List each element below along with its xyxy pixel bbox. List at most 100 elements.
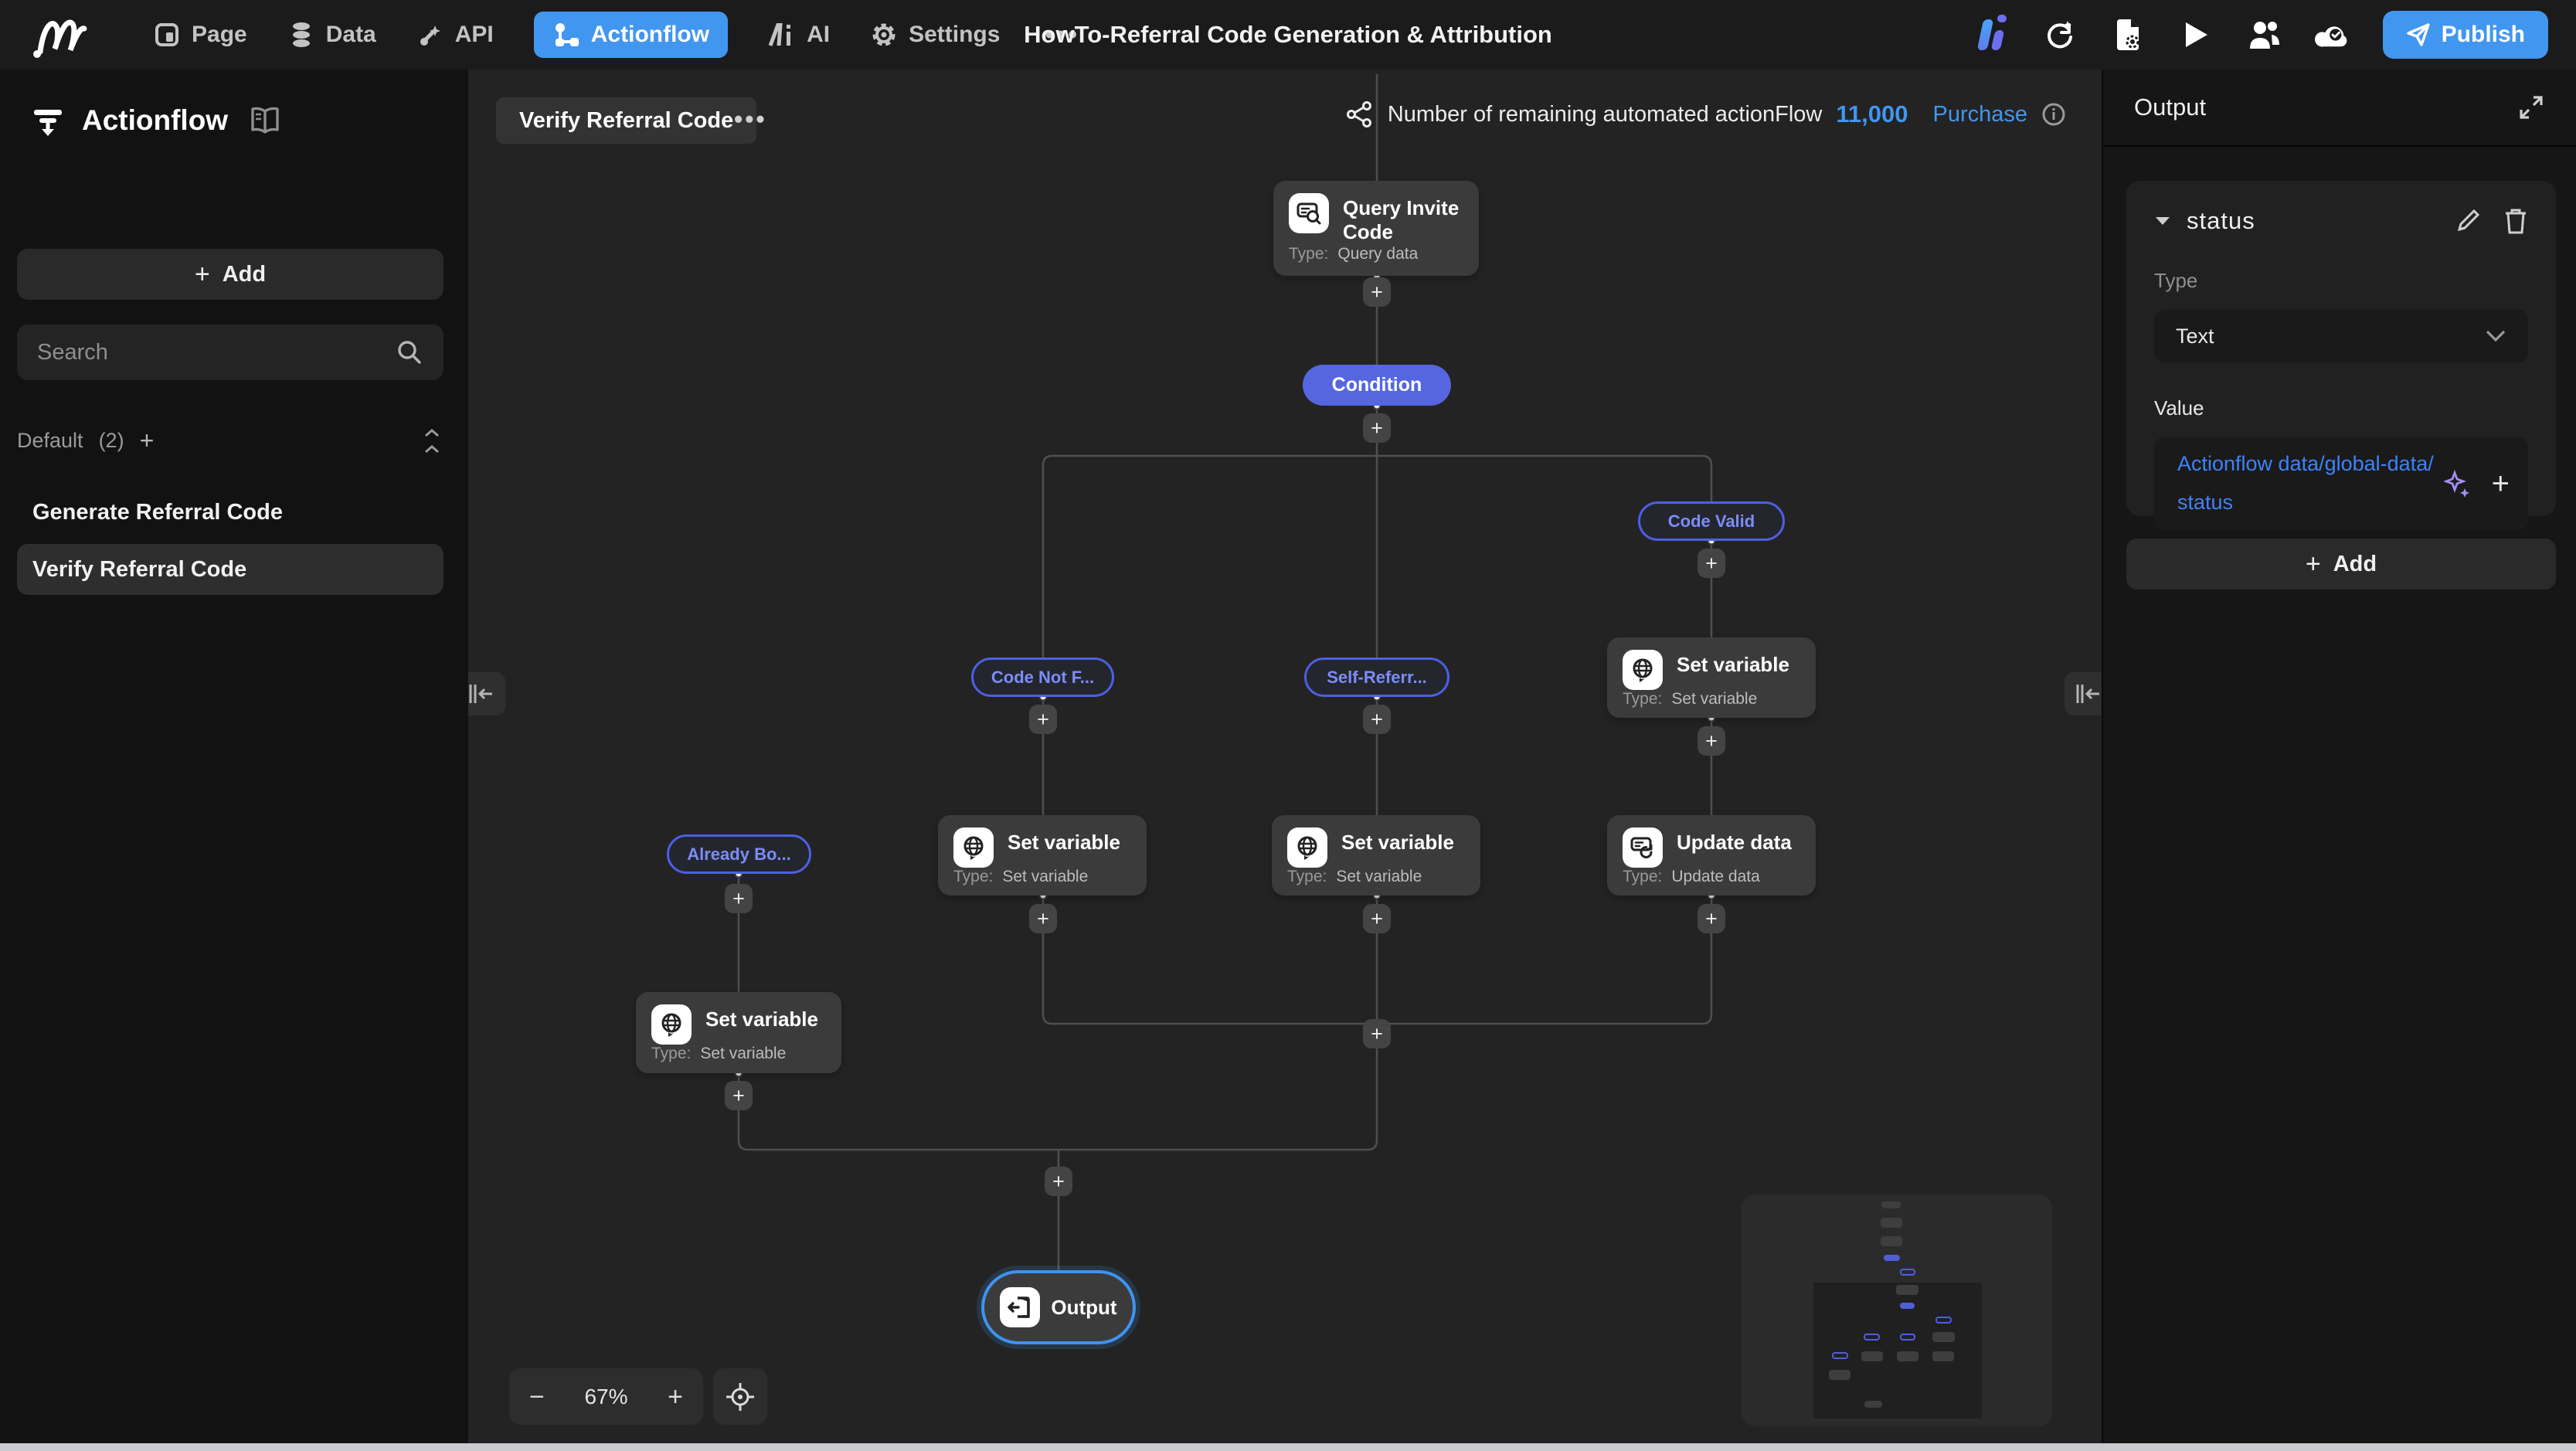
- docs-book-icon[interactable]: [250, 107, 280, 134]
- plus-icon: +: [194, 259, 210, 289]
- minimap-node-mark: [1884, 1255, 1900, 1261]
- branch-pill-self-referr-[interactable]: Self-Referr...: [1304, 658, 1449, 697]
- add-step-button[interactable]: +: [1045, 1167, 1072, 1196]
- group-add-icon[interactable]: +: [139, 426, 155, 454]
- node-title: Query Invite Code: [1343, 196, 1460, 244]
- collapse-group-icon[interactable]: [420, 428, 443, 454]
- node-title: Set variable: [1677, 653, 1789, 676]
- purchase-link[interactable]: Purchase: [1932, 101, 2027, 127]
- minimap-node-mark: [1932, 1351, 1954, 1361]
- info-icon[interactable]: [2041, 102, 2066, 127]
- add-step-button[interactable]: +: [1698, 549, 1725, 578]
- node-type-label: Type:: [953, 868, 994, 885]
- ai-sparkle-icon[interactable]: [2443, 470, 2472, 498]
- sidebar-item-generate-referral-code[interactable]: Generate Referral Code: [17, 487, 443, 538]
- minimap-node-mark: [1864, 1334, 1880, 1341]
- api-icon: [416, 21, 444, 49]
- collapse-right-panel-icon[interactable]: [2065, 672, 2102, 715]
- flow-canvas[interactable]: Verify Referral Code ••• Number of remai…: [468, 70, 2102, 1443]
- minimap-node-mark: [1935, 1317, 1952, 1324]
- minimap-node-mark: [1864, 1401, 1882, 1408]
- file-gear-icon[interactable]: [2111, 18, 2145, 52]
- actionflow-sidebar: Actionflow + Add Default (2) + Generate …: [0, 70, 468, 1443]
- publish-button[interactable]: Publish: [2382, 11, 2548, 59]
- expand-panel-icon[interactable]: [2517, 93, 2545, 121]
- edit-pencil-icon[interactable]: [2455, 207, 2482, 235]
- nav-actionflow[interactable]: Actionflow: [533, 12, 729, 58]
- branch-pill-code-not-f-[interactable]: Code Not F...: [971, 658, 1114, 697]
- node-type-value: Query data: [1337, 245, 1419, 263]
- nav-settings[interactable]: Settings: [870, 21, 1000, 49]
- zoom-in-button[interactable]: +: [668, 1381, 683, 1412]
- add-step-button[interactable]: +: [1363, 705, 1391, 734]
- add-step-button[interactable]: +: [1363, 413, 1391, 443]
- add-step-button[interactable]: +: [1029, 705, 1057, 734]
- add-step-button[interactable]: +: [1363, 277, 1391, 307]
- add-step-button[interactable]: +: [1029, 904, 1057, 933]
- ai-logo-icon[interactable]: [1975, 15, 2009, 52]
- minimap-viewport[interactable]: [1813, 1283, 1982, 1419]
- branch-pill-code-valid[interactable]: Code Valid: [1638, 501, 1785, 541]
- output-node[interactable]: Output: [981, 1270, 1136, 1344]
- current-flow-chip[interactable]: Verify Referral Code: [496, 97, 757, 144]
- flow-options-icon[interactable]: •••: [734, 105, 767, 133]
- minimap[interactable]: [1742, 1194, 2052, 1426]
- add-actionflow-button[interactable]: + Add: [17, 249, 443, 300]
- ai-icon: [768, 21, 796, 49]
- refresh-sparkle-icon[interactable]: [2043, 18, 2077, 52]
- add-step-button[interactable]: +: [725, 1081, 753, 1110]
- condition-node[interactable]: Condition: [1303, 365, 1451, 406]
- delete-trash-icon[interactable]: [2503, 207, 2528, 235]
- window-bottom-edge: [0, 1443, 2576, 1451]
- recenter-button[interactable]: [713, 1368, 767, 1425]
- plus-icon: +: [2305, 549, 2321, 579]
- node-type-value: Set variable: [1671, 690, 1758, 708]
- zoom-out-button[interactable]: −: [529, 1381, 545, 1412]
- add-step-button[interactable]: +: [1698, 904, 1725, 933]
- add-step-button[interactable]: +: [725, 884, 753, 913]
- more-menu-icon[interactable]: •••: [1045, 19, 1080, 49]
- node-type-label: Type:: [1289, 245, 1329, 263]
- set-variable-icon: [1287, 827, 1327, 868]
- caret-down-icon[interactable]: [2154, 215, 2171, 227]
- output-icon: [1000, 1287, 1041, 1327]
- node-type-label: Type:: [1623, 690, 1663, 708]
- sidebar-item-verify-referral-code[interactable]: Verify Referral Code: [17, 544, 443, 595]
- top-bar: Page Data API Actionflow AI: [0, 0, 2576, 70]
- field-name: status: [2187, 207, 2255, 234]
- add-output-field-button[interactable]: + Add: [2126, 539, 2556, 590]
- nav-settings-label: Settings: [909, 22, 1001, 47]
- search-input[interactable]: [37, 339, 396, 365]
- type-dropdown[interactable]: Text: [2154, 310, 2528, 362]
- actionflow-icon: [552, 21, 580, 49]
- add-value-icon[interactable]: +: [2491, 467, 2510, 501]
- search-icon[interactable]: [396, 338, 423, 366]
- add-actionflow-label: Add: [222, 261, 267, 287]
- cloud-check-icon[interactable]: [2314, 18, 2349, 52]
- value-field[interactable]: Actionflow data/global-data/status +: [2154, 437, 2528, 530]
- group-name: Default: [17, 429, 83, 452]
- collapse-left-panel-icon[interactable]: [468, 672, 505, 715]
- nav-data[interactable]: Data: [287, 21, 376, 49]
- branch-pill-already-bo-[interactable]: Already Bo...: [667, 834, 811, 874]
- momen-logo[interactable]: [28, 10, 113, 59]
- project-title: HowTo-Referral Code Generation & Attribu…: [1024, 21, 1552, 48]
- play-icon[interactable]: [2179, 18, 2213, 52]
- paper-plane-icon: [2406, 22, 2431, 47]
- nav-ai[interactable]: AI: [768, 21, 830, 49]
- users-icon[interactable]: [2247, 18, 2281, 52]
- minimap-node-mark: [1896, 1285, 1918, 1295]
- add-step-button[interactable]: +: [1698, 726, 1725, 756]
- nav-page[interactable]: Page: [153, 21, 247, 49]
- add-step-button[interactable]: +: [1363, 1019, 1391, 1048]
- add-step-button[interactable]: +: [1363, 904, 1391, 933]
- value-binding-text[interactable]: Actionflow data/global-data/status: [2177, 452, 2434, 514]
- nav-api[interactable]: API: [416, 21, 494, 49]
- node-title: Set variable: [1008, 831, 1120, 854]
